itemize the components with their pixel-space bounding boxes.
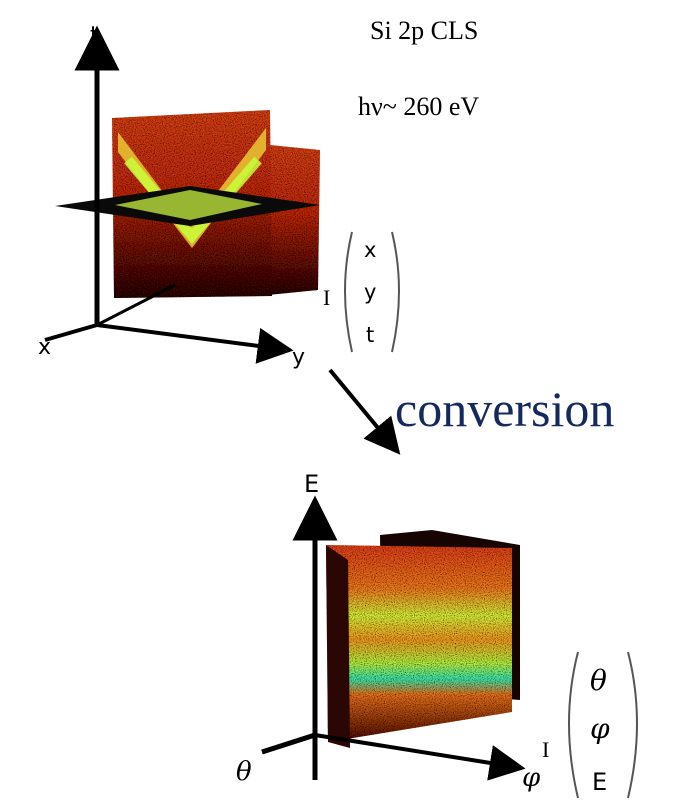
top-left-paren [344,231,353,353]
top-right-paren [391,231,400,353]
bottom-intensity-symbol: I [542,737,549,762]
top-y-label: y [292,345,305,370]
bottom-vector-1: φ [590,712,610,745]
top-t-label: t [90,23,99,48]
bottom-phi-label: φ [522,763,541,793]
bottom-side-edge [326,545,350,748]
top-x-label: x [38,335,51,360]
bottom-phi-axis [314,733,526,781]
top-y-axis [96,323,294,364]
bottom-e-label: E [304,470,319,498]
top-right-slice [268,145,320,295]
top-v-band-inner [124,156,262,244]
bottom-panel: E θ φ I θ φ E [236,470,638,799]
diagram-title: Si 2p CLS [370,16,479,45]
top-x-axis [44,323,98,342]
bottom-main-slice [326,545,512,742]
photon-energy-label: hν~ 260 eV [358,92,480,121]
conversion-arrow [328,368,401,455]
top-intensity-symbol: I [323,285,330,310]
conversion-label: conversion [395,381,615,437]
top-vector-0: x [364,238,376,262]
bottom-vector-2: E [592,768,607,796]
bottom-vector-0: θ [590,664,607,697]
top-vector-1: y [364,280,376,304]
top-vector-2: t [366,323,374,347]
top-plane-highlight [115,190,262,220]
bottom-theta-axis [261,732,316,755]
top-panel: t x y I x y t [38,23,400,370]
bottom-left-paren [568,651,579,799]
bottom-theta-label: θ [236,757,252,787]
top-diag-axis [96,283,176,327]
bottom-right-paren [627,651,638,799]
